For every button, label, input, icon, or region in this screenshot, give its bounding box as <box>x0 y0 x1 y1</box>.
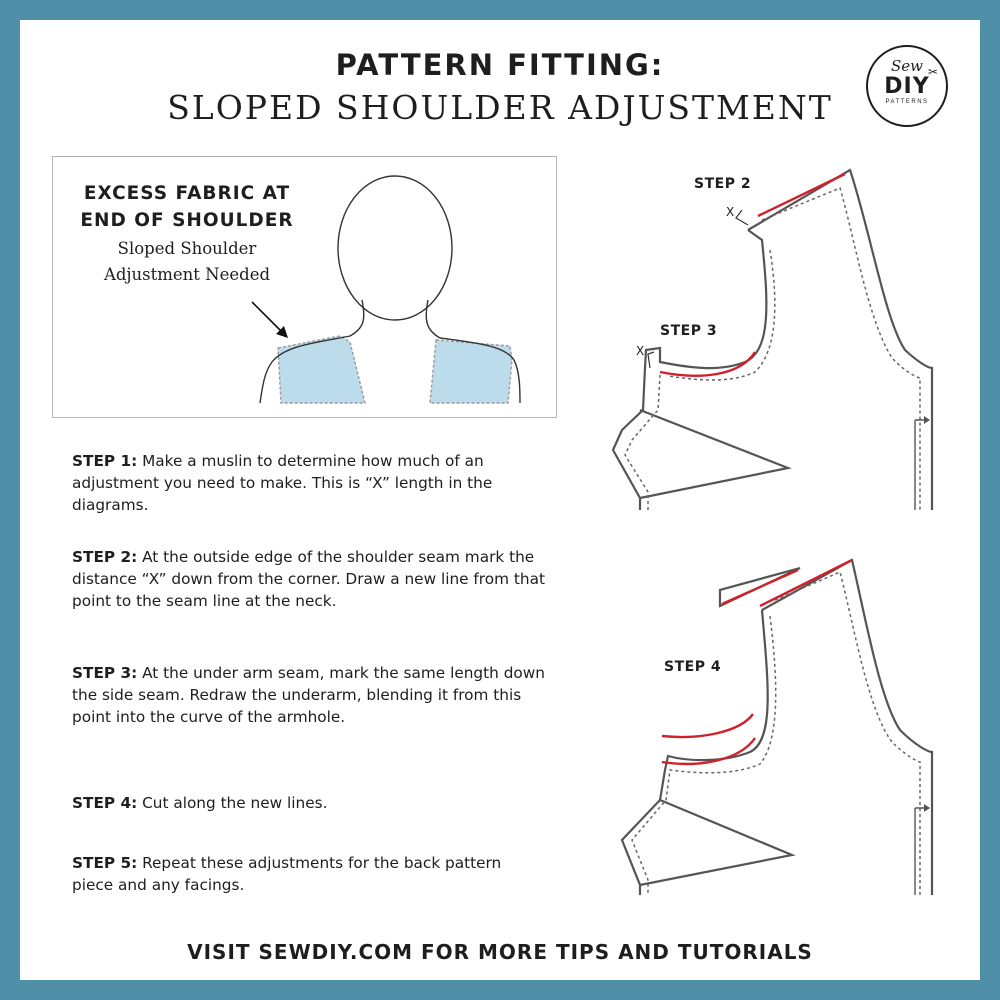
sewdiy-logo: Sew DIY PATTERNS ✂ <box>866 45 948 127</box>
step-3: STEP 3: At the under arm seam, mark the … <box>72 662 547 728</box>
illustration-heading-line2: END OF SHOULDER <box>80 210 294 231</box>
mannequin-shoulders <box>259 335 521 404</box>
bottom-seam-line <box>631 570 921 895</box>
excess-fabric-right <box>429 339 513 404</box>
x-mark-underarm: X <box>636 344 645 358</box>
step-3-label: STEP 3: <box>72 664 138 682</box>
top-seam-line <box>624 186 921 510</box>
step-4-text: Cut along the new lines. <box>142 794 328 812</box>
top-underarm-adjustment-line <box>659 351 757 377</box>
illustration-subheading-line1: Sloped Shoulder <box>117 239 257 258</box>
step-1: STEP 1: Make a muslin to determine how m… <box>72 450 547 516</box>
top-pattern-outline <box>611 168 934 510</box>
bottom-shoulder-adjustment-line <box>721 558 853 608</box>
step-2: STEP 2: At the outside edge of the shoul… <box>72 546 547 612</box>
illustration-heading-line1: EXCESS FABRIC AT <box>83 183 291 204</box>
excess-fabric-left <box>277 335 366 404</box>
illustration-heading: EXCESS FABRIC AT END OF SHOULDER <box>68 180 306 234</box>
logo-text-top: Sew <box>891 57 923 75</box>
step-1-label: STEP 1: <box>72 452 138 470</box>
mannequin-neck <box>349 299 441 339</box>
diagram-label-step2: STEP 2 <box>694 176 752 192</box>
step-5-label: STEP 5: <box>72 854 138 872</box>
mannequin-head <box>337 175 453 321</box>
page-subtitle: SLOPED SHOULDER ADJUSTMENT <box>167 88 833 127</box>
pattern-diagram-bottom <box>620 558 934 895</box>
step-5: STEP 5: Repeat these adjustments for the… <box>72 852 547 896</box>
logo-text-bottom: PATTERNS <box>885 99 929 105</box>
step-2-label: STEP 2: <box>72 548 138 566</box>
bottom-grainline <box>914 807 928 895</box>
diagram-label-step4: STEP 4 <box>664 659 722 675</box>
pattern-diagram-top <box>611 168 934 510</box>
step-3-text: At the under arm seam, mark the same len… <box>72 664 545 726</box>
step-5-text: Repeat these adjustments for the back pa… <box>72 854 502 894</box>
step-1-text: Make a muslin to determine how much of a… <box>72 452 493 514</box>
step-4-label: STEP 4: <box>72 794 138 812</box>
top-shoulder-adjustment-line <box>757 172 846 218</box>
bottom-underarm-adjustment-line <box>661 713 756 766</box>
diagram-label-step3: STEP 3 <box>660 323 718 339</box>
top-x-bracket-shoulder <box>735 209 749 226</box>
bottom-pattern-outline <box>620 558 934 895</box>
illustration-subheading-line2: Adjustment Needed <box>103 265 271 284</box>
pointer-arrow <box>251 301 288 338</box>
scissors-icon: ✂ <box>928 65 939 79</box>
top-x-bracket-underarm <box>647 351 655 369</box>
top-grainline <box>914 419 928 510</box>
step-2-text: At the outside edge of the shoulder seam… <box>72 548 545 610</box>
page-title: PATTERN FITTING: <box>335 48 665 82</box>
footer-link-text[interactable]: VISIT SEWDIY.COM FOR MORE TIPS AND TUTOR… <box>187 940 813 964</box>
illustration-subheading: Sloped Shoulder Adjustment Needed <box>68 236 306 288</box>
x-mark-shoulder: X <box>726 205 735 219</box>
logo-text-middle: DIY <box>884 74 930 99</box>
mannequin-illustration <box>259 175 521 404</box>
step-4: STEP 4: Cut along the new lines. <box>72 792 547 814</box>
